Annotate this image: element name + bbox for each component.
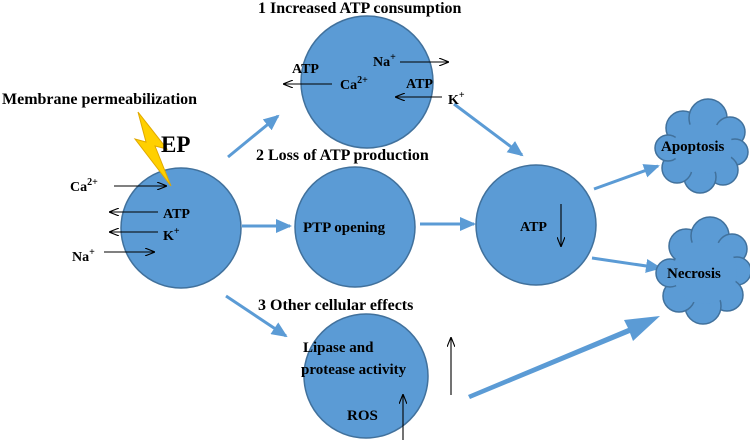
lipase-label-line-1: Lipase and [303, 340, 374, 356]
ep-label: EP [161, 132, 190, 157]
arrow-atp-to-apoptosis [593, 164, 660, 191]
atp-left-label: ATP [292, 62, 319, 77]
section-2-title: 2 Loss of ATP production [256, 147, 429, 164]
arrow-consumption-to-atp [453, 102, 524, 157]
cellular-effects-circle [303, 313, 429, 439]
necrosis-cloud [655, 216, 750, 325]
arrow-ep-to-other-effects [225, 294, 288, 338]
atp-consumption-circle [300, 15, 434, 149]
apoptosis-label: Apoptosis [661, 139, 725, 155]
atp-right-label: ATP [406, 77, 433, 92]
k-efflux-label: K+ [163, 226, 180, 244]
atp-efflux-label: ATP [163, 207, 190, 222]
ca-pump-label: Ca2+ [340, 75, 368, 93]
ptp-opening-label: PTP opening [303, 220, 386, 236]
ros-label: ROS [347, 408, 378, 424]
na-pump-label: Na+ [373, 52, 396, 70]
ptp-opening-circle [294, 166, 416, 288]
arrow-other-effects-to-necrosis [468, 316, 660, 399]
lightning-bolt-icon [133, 111, 172, 187]
atp-level-circle [475, 164, 597, 286]
arrow-atp-to-necrosis [591, 256, 662, 273]
necrosis-label: Necrosis [667, 266, 721, 282]
section-1-title: 1 Increased ATP consumption [258, 0, 462, 17]
section-3-title: 3 Other cellular effects [258, 297, 413, 314]
lipase-label-line-2: protease activity [301, 362, 407, 378]
na-label: Na+ [72, 247, 95, 265]
electroporation-cell-circle [120, 167, 242, 289]
atp-level-label: ATP [520, 220, 547, 235]
apoptosis-cloud [654, 98, 749, 194]
membrane-permeabilization-label: Membrane permeabilization [2, 91, 197, 108]
k-pump-label: K+ [448, 90, 465, 108]
ca-label: Ca2+ [70, 177, 98, 195]
arrow-ep-to-consumption [227, 114, 280, 159]
